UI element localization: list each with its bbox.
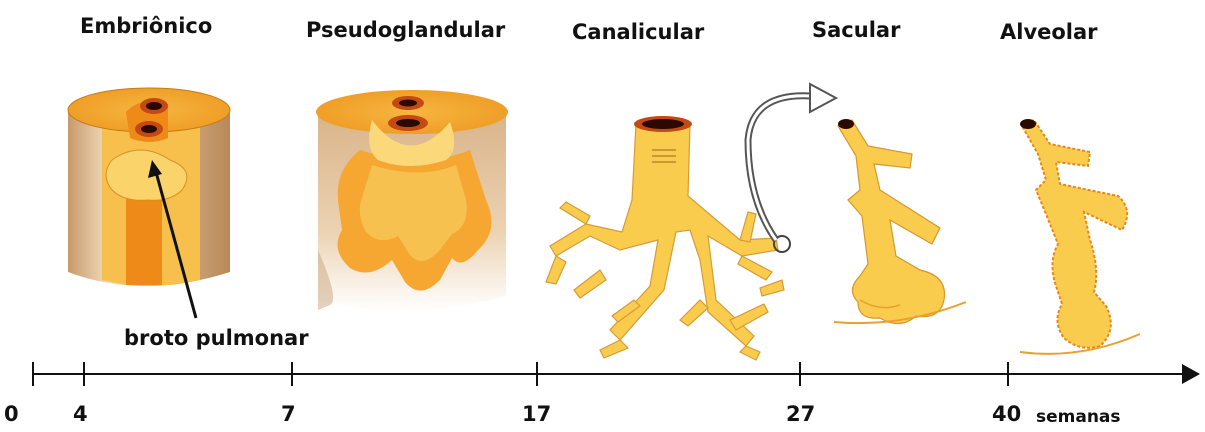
- timeline-axis: [33, 362, 1200, 386]
- magnify-arrow: [748, 84, 836, 252]
- saccular-illustration: [834, 119, 966, 324]
- tick-label-27: 27: [786, 402, 815, 426]
- embryonic-illustration: [68, 88, 230, 286]
- alveolar-illustration: [1020, 119, 1140, 354]
- tick-label-40: 40: [992, 402, 1021, 426]
- pseudoglandular-illustration: [316, 90, 508, 310]
- tick-label-4: 4: [73, 402, 88, 426]
- unit-label-weeks: semanas: [1036, 407, 1121, 427]
- tick-label-0: 0: [4, 402, 19, 426]
- tick-label-17: 17: [522, 402, 551, 426]
- tick-label-7: 7: [281, 402, 296, 426]
